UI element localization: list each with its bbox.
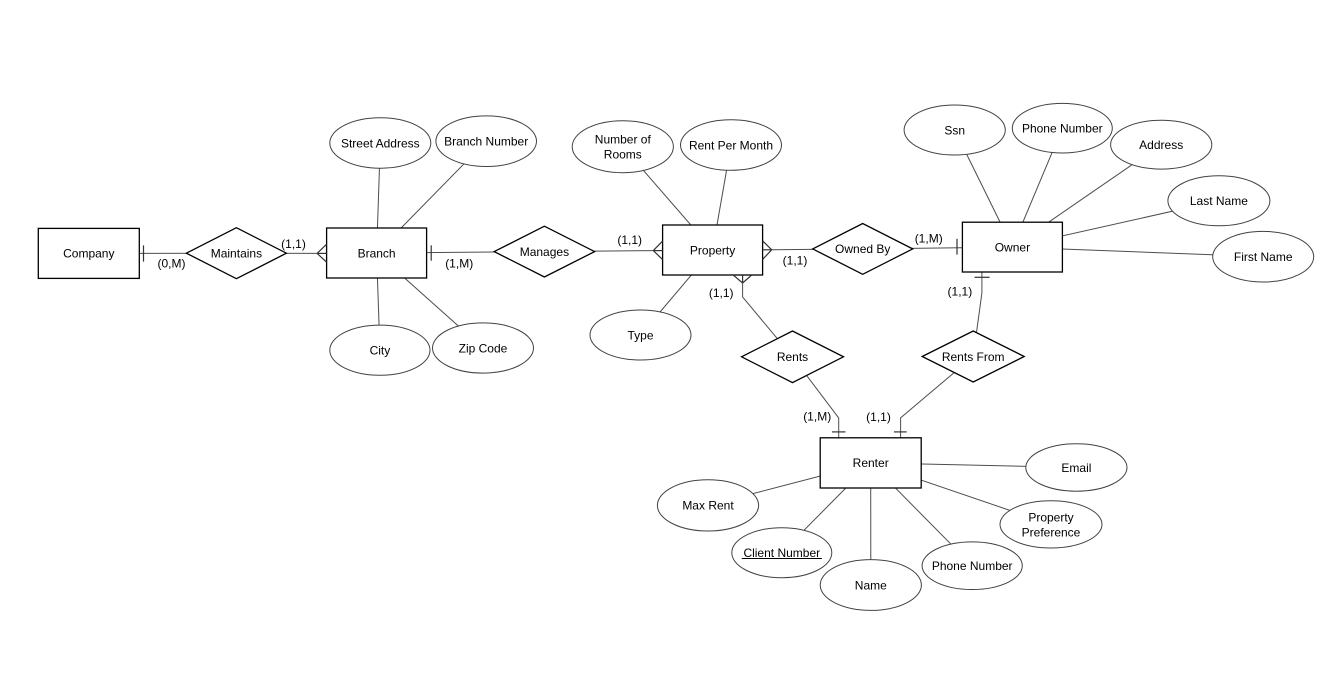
- svg-text:(1,1): (1,1): [281, 237, 306, 251]
- svg-text:Max Rent: Max Rent: [682, 499, 734, 513]
- svg-text:Ssn: Ssn: [944, 123, 965, 137]
- svg-text:Rent Per Month: Rent Per Month: [689, 138, 773, 152]
- svg-text:Owner: Owner: [995, 240, 1030, 254]
- svg-text:Branch: Branch: [358, 246, 396, 260]
- svg-text:Email: Email: [1061, 461, 1091, 475]
- svg-text:(1,1): (1,1): [948, 285, 973, 299]
- svg-text:Preference: Preference: [1022, 525, 1081, 539]
- svg-text:Street Address: Street Address: [341, 136, 420, 150]
- svg-text:Address: Address: [1139, 138, 1183, 152]
- svg-text:Client Number: Client Number: [743, 546, 820, 560]
- svg-text:Phone Number: Phone Number: [932, 559, 1013, 573]
- svg-text:Property: Property: [690, 243, 735, 257]
- svg-text:(1,M): (1,M): [445, 256, 473, 270]
- svg-text:Owned By: Owned By: [835, 242, 890, 256]
- svg-text:Maintains: Maintains: [211, 247, 262, 261]
- svg-text:Zip Code: Zip Code: [459, 341, 508, 355]
- svg-text:(1,1): (1,1): [866, 410, 891, 424]
- svg-text:Property: Property: [1028, 510, 1073, 524]
- svg-text:(0,M): (0,M): [158, 257, 186, 271]
- svg-text:Phone Number: Phone Number: [1022, 122, 1103, 136]
- svg-text:Company: Company: [63, 247, 114, 261]
- svg-text:First Name: First Name: [1234, 250, 1293, 264]
- svg-text:Type: Type: [627, 328, 653, 342]
- svg-text:Name: Name: [855, 578, 887, 592]
- svg-text:Renter: Renter: [853, 456, 889, 470]
- svg-text:Number of: Number of: [595, 133, 652, 147]
- svg-text:City: City: [370, 344, 391, 358]
- svg-text:(1,1): (1,1): [783, 253, 808, 267]
- svg-text:(1,M): (1,M): [915, 231, 943, 245]
- svg-text:Rooms: Rooms: [604, 148, 642, 162]
- svg-text:Branch Number: Branch Number: [444, 135, 528, 149]
- svg-text:Rents From: Rents From: [942, 350, 1005, 364]
- svg-text:Last Name: Last Name: [1190, 194, 1248, 208]
- svg-text:Rents: Rents: [777, 350, 808, 364]
- svg-text:(1,1): (1,1): [617, 233, 642, 247]
- svg-text:(1,M): (1,M): [803, 410, 831, 424]
- svg-text:Manages: Manages: [520, 245, 569, 259]
- svg-text:(1,1): (1,1): [709, 286, 734, 300]
